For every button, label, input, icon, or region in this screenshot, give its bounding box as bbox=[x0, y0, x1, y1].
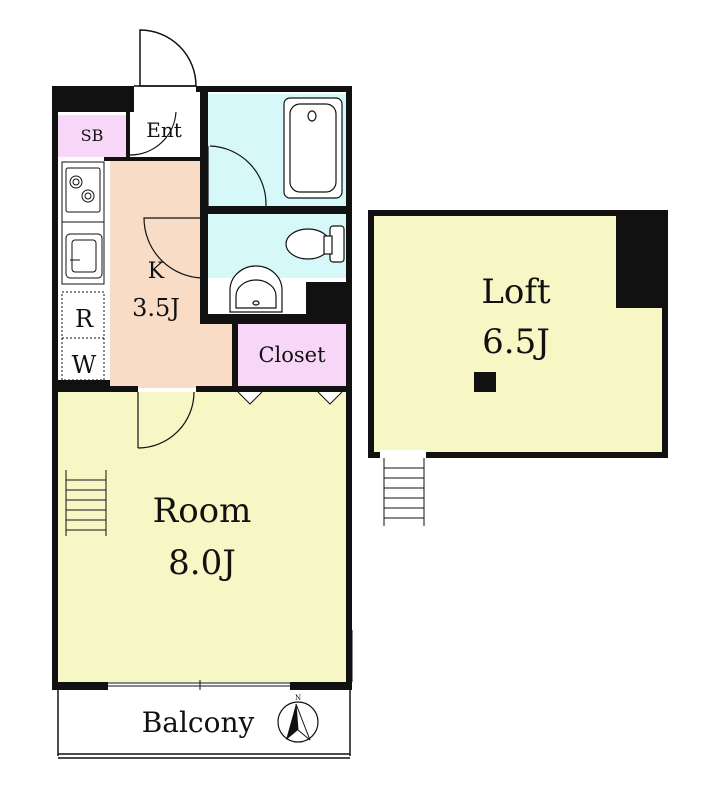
closet-label: Closet bbox=[258, 343, 326, 367]
kitchen-upper bbox=[110, 160, 204, 220]
room-size: 8.0J bbox=[168, 543, 236, 583]
inner-walls bbox=[104, 86, 350, 390]
bathroom-door bbox=[207, 145, 267, 210]
loft-walls bbox=[368, 210, 668, 458]
loft-label: Loft bbox=[481, 272, 551, 312]
entrance-label: Ent bbox=[146, 118, 182, 142]
compass-icon: N bbox=[277, 694, 319, 743]
washer-label: W bbox=[72, 351, 97, 379]
stove-icon bbox=[65, 167, 101, 213]
shoebox-label: SB bbox=[81, 126, 104, 145]
loft-area bbox=[374, 216, 664, 454]
closet-area bbox=[238, 324, 346, 386]
room-area bbox=[58, 392, 346, 682]
entrance-door bbox=[134, 29, 197, 87]
loft-opening bbox=[380, 450, 426, 460]
bathtub bbox=[283, 97, 343, 199]
room-label: Room bbox=[153, 491, 252, 531]
toilet bbox=[285, 225, 345, 263]
kitchen-counter bbox=[61, 161, 105, 285]
side-window bbox=[348, 630, 353, 682]
toilet-door bbox=[143, 217, 205, 279]
room-door bbox=[137, 391, 195, 449]
kitchen-label: K bbox=[148, 259, 165, 284]
entrance-inner-swing bbox=[129, 111, 177, 156]
room-ladder bbox=[65, 470, 107, 536]
balcony-outline bbox=[57, 690, 351, 759]
washbasin bbox=[229, 265, 283, 313]
closet-doors bbox=[237, 391, 343, 405]
refrigerator-label: R bbox=[75, 305, 94, 333]
compass-north-label: N bbox=[295, 694, 301, 702]
sink-icon bbox=[65, 233, 103, 279]
balcony-window bbox=[108, 680, 290, 690]
shoebox bbox=[58, 115, 130, 157]
entrance-area bbox=[130, 112, 202, 160]
loft-ladder bbox=[383, 458, 425, 526]
loft-marker bbox=[474, 372, 496, 392]
refrigerator-space bbox=[61, 291, 105, 381]
kitchen-size: 3.5J bbox=[132, 294, 180, 322]
loft-size: 6.5J bbox=[482, 322, 550, 362]
outer-walls bbox=[52, 86, 352, 690]
balcony-label: Balcony bbox=[142, 706, 255, 739]
